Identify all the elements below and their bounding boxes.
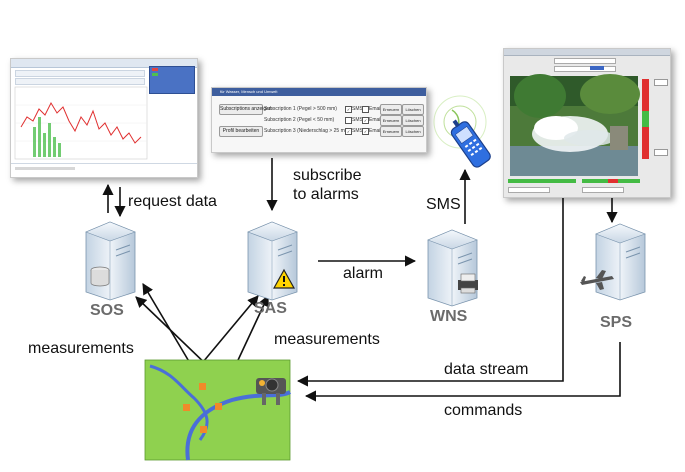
server-icon	[85, 221, 136, 301]
delete-button[interactable]: Löschen	[402, 104, 424, 115]
arrow-commands	[304, 342, 621, 402]
arrow-data-stream	[296, 188, 564, 387]
sms-checkbox[interactable]: ✓	[345, 106, 352, 113]
video-camera-icon	[256, 378, 286, 405]
email-checkbox[interactable]	[362, 106, 369, 113]
data-stream-label: data stream	[444, 361, 529, 378]
sensor-marker	[200, 426, 207, 433]
delete-button[interactable]: Löschen	[402, 126, 424, 137]
printer-icon	[458, 273, 478, 294]
request-data-label: request data	[128, 193, 217, 210]
measurements-label-left: measurements	[28, 340, 134, 357]
server-icon	[427, 229, 478, 307]
option-sms-label: SMS	[352, 128, 363, 134]
sensor-marker	[183, 404, 190, 411]
sas-service-label: SAS	[254, 300, 287, 317]
sms-checkbox[interactable]	[345, 117, 352, 124]
wns-service-label: WNS	[430, 308, 468, 325]
commands-label: commands	[444, 402, 523, 419]
delete-button[interactable]: Löschen	[402, 115, 424, 126]
alarm-label: alarm	[343, 265, 384, 282]
subscribe-label: subscribe	[293, 167, 362, 184]
warning-icon	[272, 268, 296, 289]
option-email-label: Email	[369, 128, 382, 134]
subscription-item: Subscription 1 (Pegel > 500 mm)	[264, 106, 337, 112]
renew-button[interactable]: Erneuern	[380, 126, 402, 137]
renew-button[interactable]: Erneuern	[380, 104, 402, 115]
arrow-meas-sas-1	[197, 295, 259, 369]
sensor-field	[144, 359, 292, 461]
server-icon	[247, 221, 298, 301]
sos-chart	[14, 86, 148, 160]
panel-header: für Wasser, Mensch und Umwelt	[212, 88, 426, 96]
option-email-label: Email	[369, 106, 382, 112]
sas-subscription-panel: für Wasser, Mensch und Umwelt Subscripti…	[211, 87, 427, 153]
email-checkbox[interactable]: ✓	[362, 128, 369, 135]
subscription-item: Subscription 3 (Niederschlag > 25 mm)	[264, 128, 351, 134]
sos-client-screenshot	[10, 58, 198, 178]
option-sms-label: SMS	[352, 117, 363, 123]
subscription-item: Subscription 2 (Pegel < 50 mm)	[264, 117, 335, 123]
mobile-phone-icon	[433, 95, 491, 168]
server-icon	[595, 223, 646, 301]
edit-profile-button[interactable]: Profil bearbeiten	[219, 126, 263, 137]
email-checkbox[interactable]: ✓	[362, 117, 369, 124]
renew-button[interactable]: Erneuern	[380, 115, 402, 126]
sensor-marker	[199, 383, 206, 390]
subscribe-label-line2: to alarms	[293, 186, 359, 203]
water-cannon-photo	[510, 74, 640, 176]
option-sms-label: SMS	[352, 106, 363, 112]
sos-service-label: SOS	[90, 302, 124, 319]
airplane-icon	[580, 270, 614, 290]
database-icon	[90, 266, 110, 287]
sms-label: SMS	[426, 196, 461, 213]
sms-checkbox[interactable]: ✓	[345, 128, 352, 135]
sps-service-label: SPS	[600, 314, 633, 331]
sps-client-screenshot	[503, 48, 671, 198]
option-email-label: Email	[369, 117, 382, 123]
sensor-marker	[215, 403, 222, 410]
measurements-label-right: measurements	[274, 331, 380, 348]
show-subscriptions-button[interactable]: Subscriptions anzeigen	[219, 104, 272, 115]
